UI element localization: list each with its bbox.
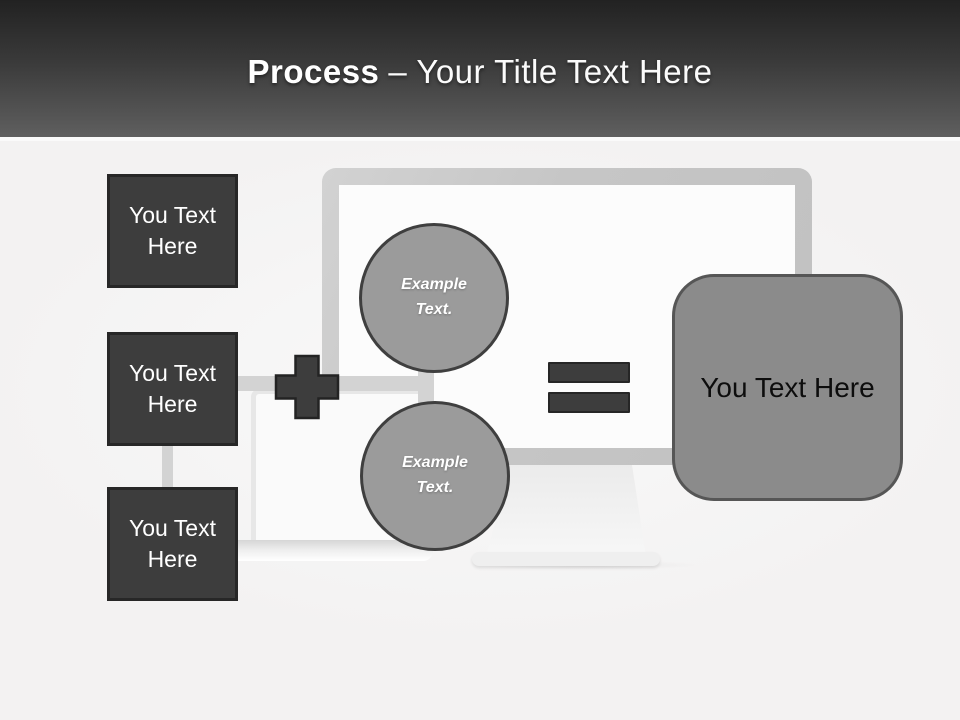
- example-circle-2-label: Example Text.: [402, 454, 468, 496]
- input-box-1-label: You Text Here: [129, 201, 216, 259]
- page-title-keyword: Process: [247, 52, 380, 90]
- page-title-subtitle: – Your Title Text Here: [388, 52, 713, 90]
- example-circle-1-label: Example Text.: [401, 276, 467, 318]
- equals-bar-top: [548, 362, 630, 383]
- plus-icon-svg: [274, 354, 340, 420]
- page-title[interactable]: Process– Your Title Text Here: [247, 53, 712, 91]
- example-circle-1[interactable]: Example Text.: [359, 223, 509, 373]
- equals-bar-bottom: [548, 392, 630, 413]
- input-box-1[interactable]: You Text Here: [107, 174, 238, 288]
- plus-icon-shape: [274, 354, 340, 420]
- slide-header: Process– Your Title Text Here: [0, 0, 960, 141]
- laptop-base: [236, 540, 433, 561]
- connector-circles: [418, 368, 434, 408]
- slide-canvas: Example Text. Example Text. You Text Her…: [0, 145, 960, 720]
- connector-box2-box3: [162, 445, 173, 487]
- input-box-2[interactable]: You Text Here: [107, 332, 238, 446]
- plus-icon: [274, 354, 340, 420]
- monitor-stand-base: [472, 552, 660, 566]
- monitor-stand-neck: [486, 465, 646, 557]
- example-circle-2[interactable]: Example Text.: [360, 401, 510, 551]
- input-box-2-label: You Text Here: [129, 359, 216, 417]
- equals-icon: [548, 362, 630, 413]
- input-box-3-label: You Text Here: [129, 514, 216, 572]
- result-box[interactable]: You Text Here: [672, 274, 903, 501]
- result-box-label: You Text Here: [700, 371, 875, 403]
- input-box-3[interactable]: You Text Here: [107, 487, 238, 601]
